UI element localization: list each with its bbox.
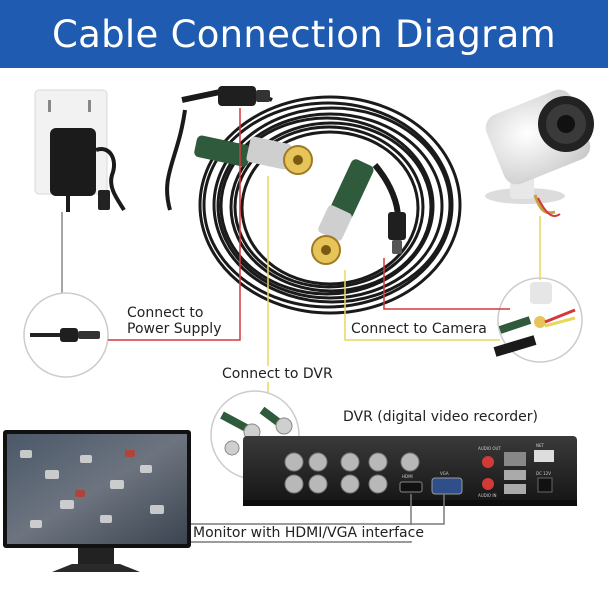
coiled-cable [165, 89, 462, 315]
power-adapter [50, 128, 126, 212]
dvr-box: AUDIO OUT VGA AUDIO IN HDMI NET DC 12V [243, 436, 577, 506]
audio-in-label: AUDIO IN [478, 493, 497, 498]
monitor-label: Monitor with HDMI/VGA interface [193, 525, 424, 541]
bnc-connector-lower [311, 159, 374, 265]
monitor [3, 430, 191, 572]
dc12v-label: DC 12V [536, 471, 551, 476]
hdmi-label: HDMI [402, 474, 413, 479]
title-banner: Cable Connection Diagram [0, 0, 608, 68]
net-label: NET [536, 443, 545, 448]
power-supply-label-line1: Connect to [127, 305, 204, 321]
power-supply-label-line2: Power Supply [127, 321, 222, 337]
vga-label: VGA [440, 471, 449, 476]
page-title: Cable Connection Diagram [52, 12, 556, 56]
security-camera [485, 89, 594, 217]
camera-connector-callout [493, 277, 583, 363]
camera-video-line [344, 270, 500, 341]
power-supply-label: Connect to Power Supply [127, 305, 222, 337]
dvr-name-label: DVR (digital video recorder) [343, 409, 538, 425]
power-connector-callout [23, 292, 109, 378]
dc-jack-connector [181, 86, 270, 106]
bnc-connector-upper [194, 135, 313, 175]
camera-power-line [383, 258, 510, 310]
hdmi-line [188, 494, 412, 543]
camera-label: Connect to Camera [351, 321, 487, 337]
vga-line [190, 494, 445, 525]
dc-plug-connector [372, 163, 406, 254]
audio-out-label: AUDIO OUT [478, 446, 501, 451]
dvr-connect-label: Connect to DVR [222, 366, 333, 382]
power-supply-line [108, 108, 241, 341]
